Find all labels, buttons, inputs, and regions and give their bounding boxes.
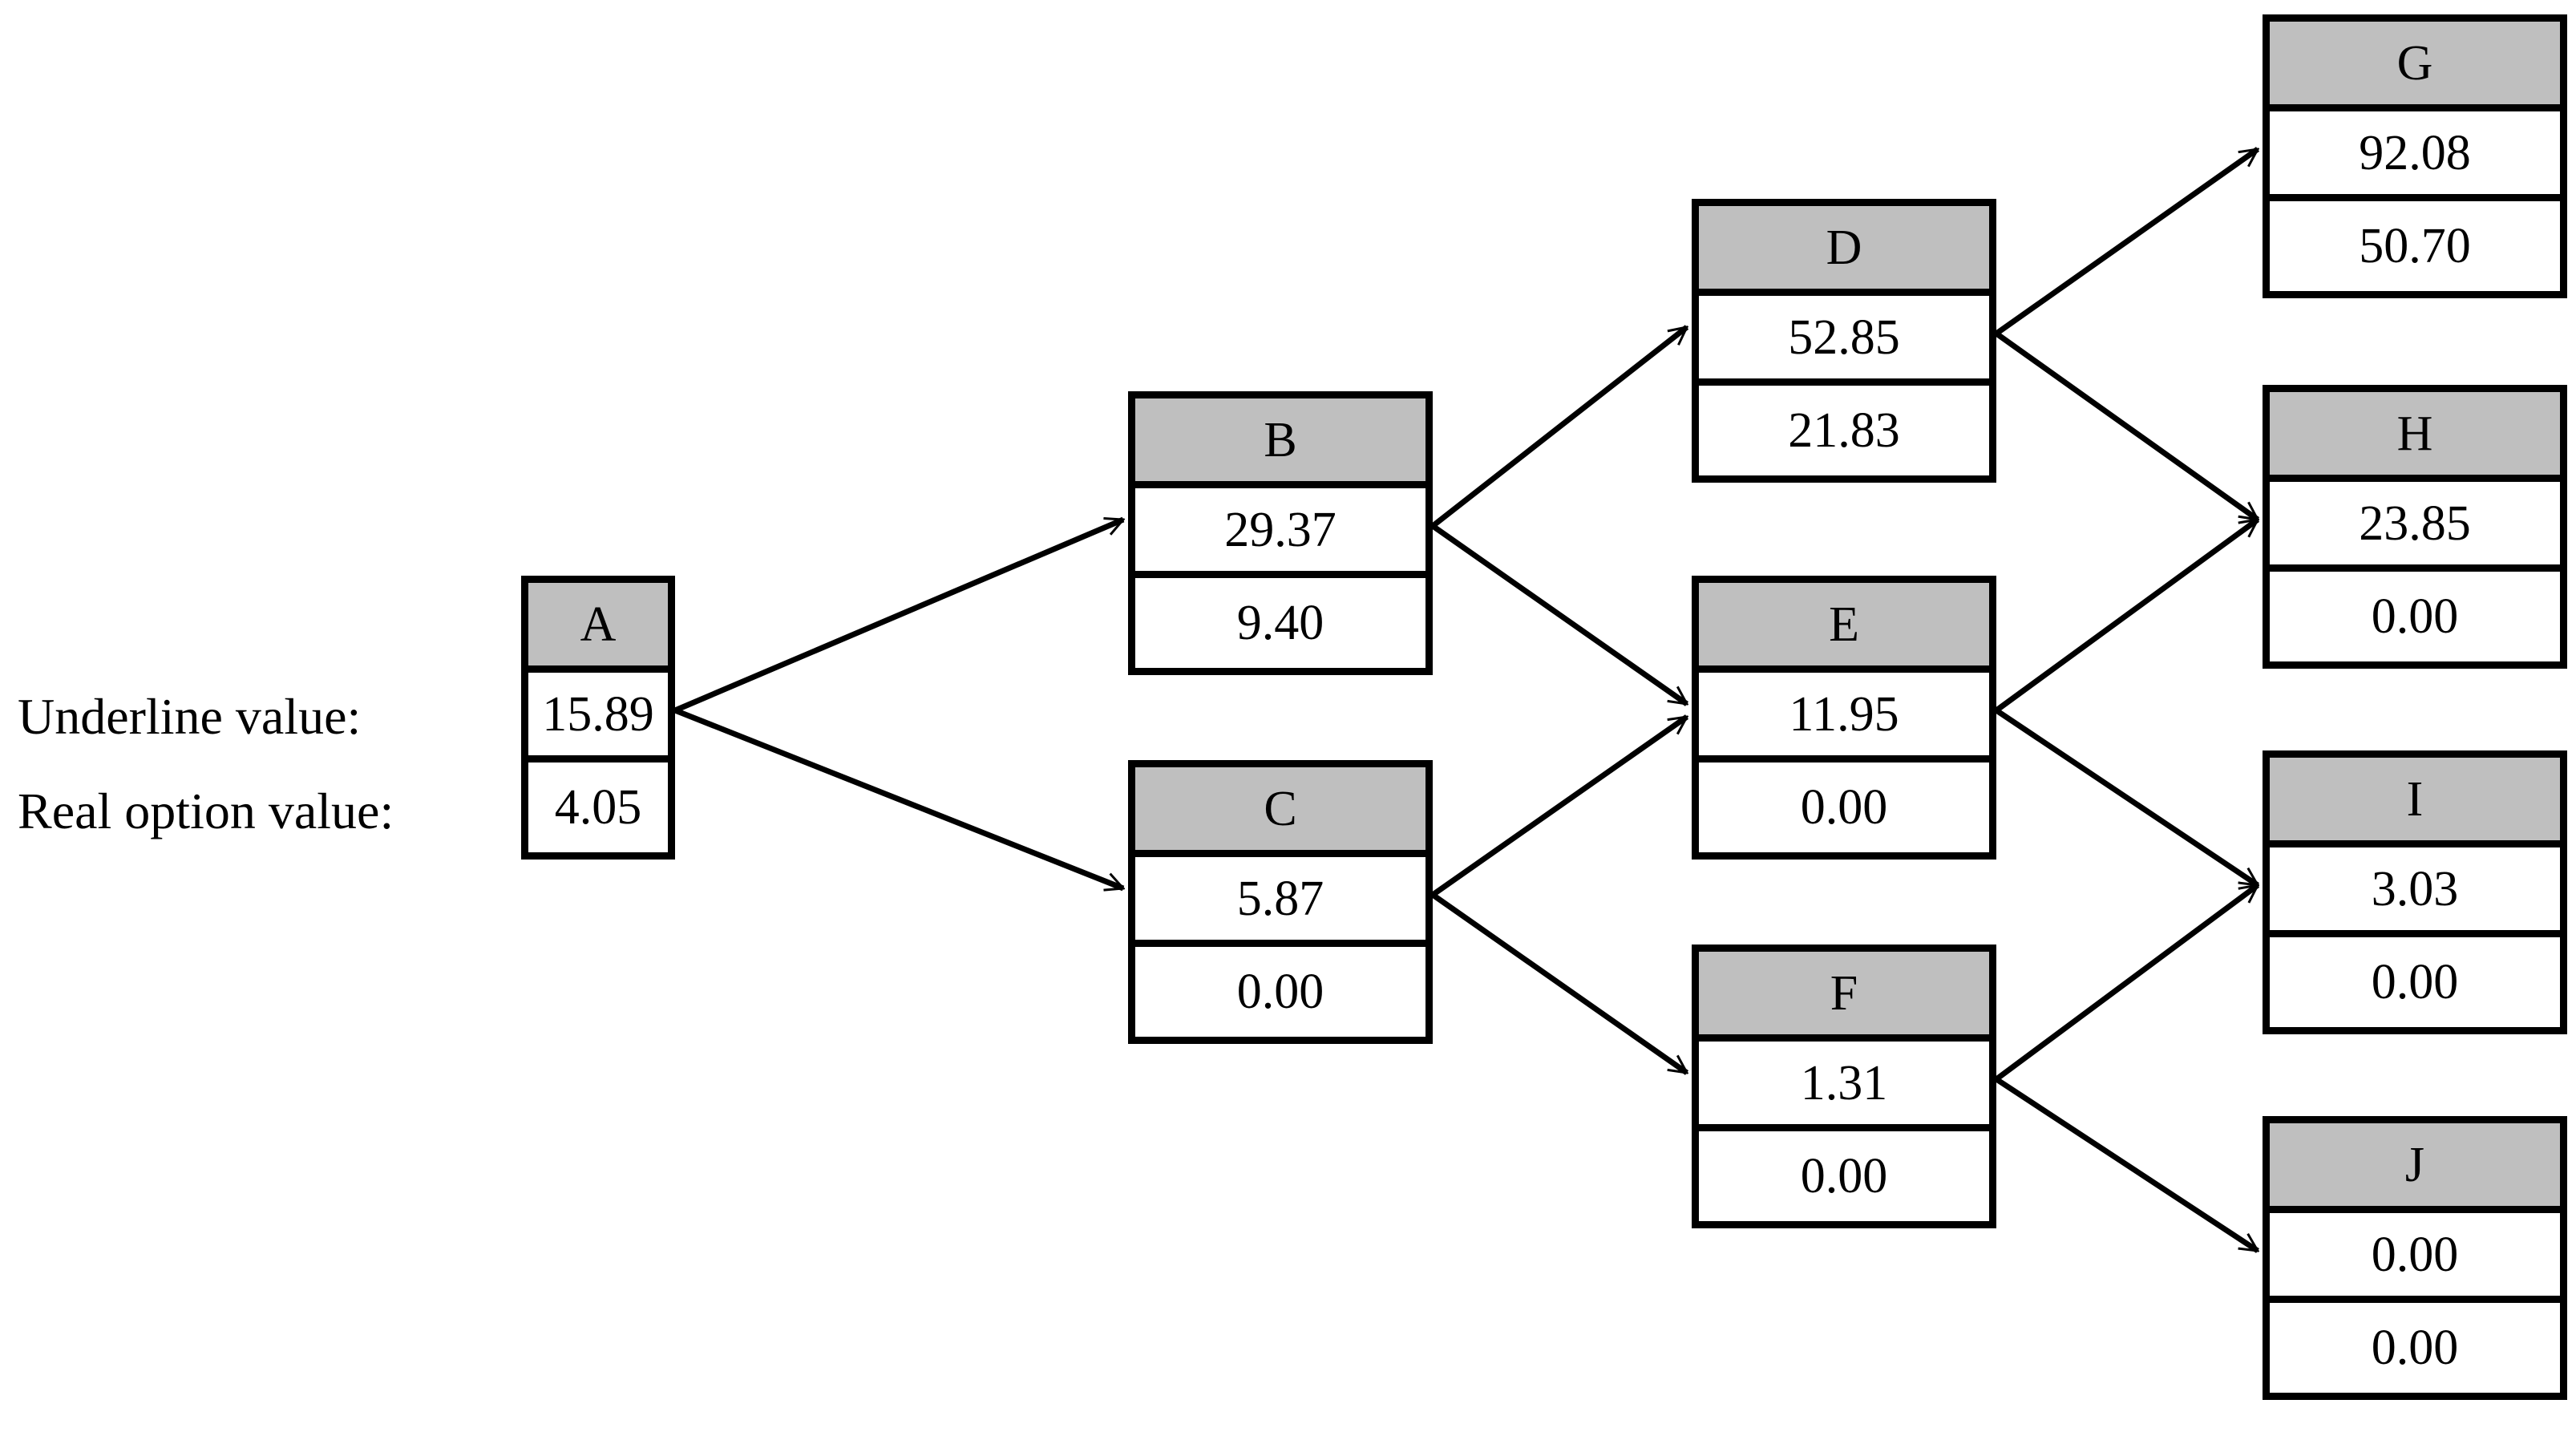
node-b-real-option-value: 9.40 [1135,578,1425,668]
legend-real-option-label: Real option value: [18,783,394,839]
node-f-label: F [1699,952,1989,1042]
node-g-real-option-value: 50.70 [2270,201,2560,291]
node-a-underline-value: 15.89 [528,673,668,762]
node-j-label: J [2270,1123,2560,1213]
edge-c-to-f [1430,892,1687,1075]
node-h-underline-value: 23.85 [2270,482,2560,572]
legend-underline-label: Underline value: [18,688,362,745]
node-e-real-option-value: 0.00 [1699,762,1989,852]
edge-d-to-g [1994,147,2258,336]
node-c-real-option-value: 0.00 [1135,947,1425,1037]
node-d-underline-value: 52.85 [1699,296,1989,386]
node-f-underline-value: 1.31 [1699,1042,1989,1131]
node-h-real-option-value: 0.00 [2270,572,2560,661]
node-i-label: I [2270,758,2560,847]
edge-f-to-i [1994,883,2258,1082]
edge-c-to-e [1430,714,1687,897]
node-d-label: D [1699,206,1989,296]
node-a-real-option-value: 4.05 [528,762,668,852]
edge-e-to-i [1995,708,2258,888]
node-g-underline-value: 92.08 [2270,111,2560,201]
node-g-label: G [2270,22,2560,111]
node-b-underline-value: 29.37 [1135,488,1425,578]
edge-e-to-h [1994,517,2258,713]
node-j-underline-value: 0.00 [2270,1213,2560,1303]
edge-a-to-c [673,707,1123,888]
node-e-underline-value: 11.95 [1699,673,1989,762]
node-e-label: E [1699,583,1989,673]
node-a-label: A [528,583,668,673]
edge-b-to-d [1430,325,1687,528]
node-h-label: H [2270,392,2560,482]
edge-a-to-b [673,516,1123,714]
node-j-real-option-value: 0.00 [2270,1303,2560,1393]
node-c-label: C [1135,767,1425,857]
node-c-underline-value: 5.87 [1135,857,1425,947]
node-d-real-option-value: 21.83 [1699,386,1989,475]
node-i-underline-value: 3.03 [2270,847,2560,937]
node-b-label: B [1135,398,1425,488]
node-f-real-option-value: 0.00 [1699,1131,1989,1221]
edge-d-to-h [1994,331,2258,522]
edge-b-to-e [1430,524,1687,706]
edge-f-to-j [1995,1077,2258,1253]
node-i-real-option-value: 0.00 [2270,937,2560,1027]
